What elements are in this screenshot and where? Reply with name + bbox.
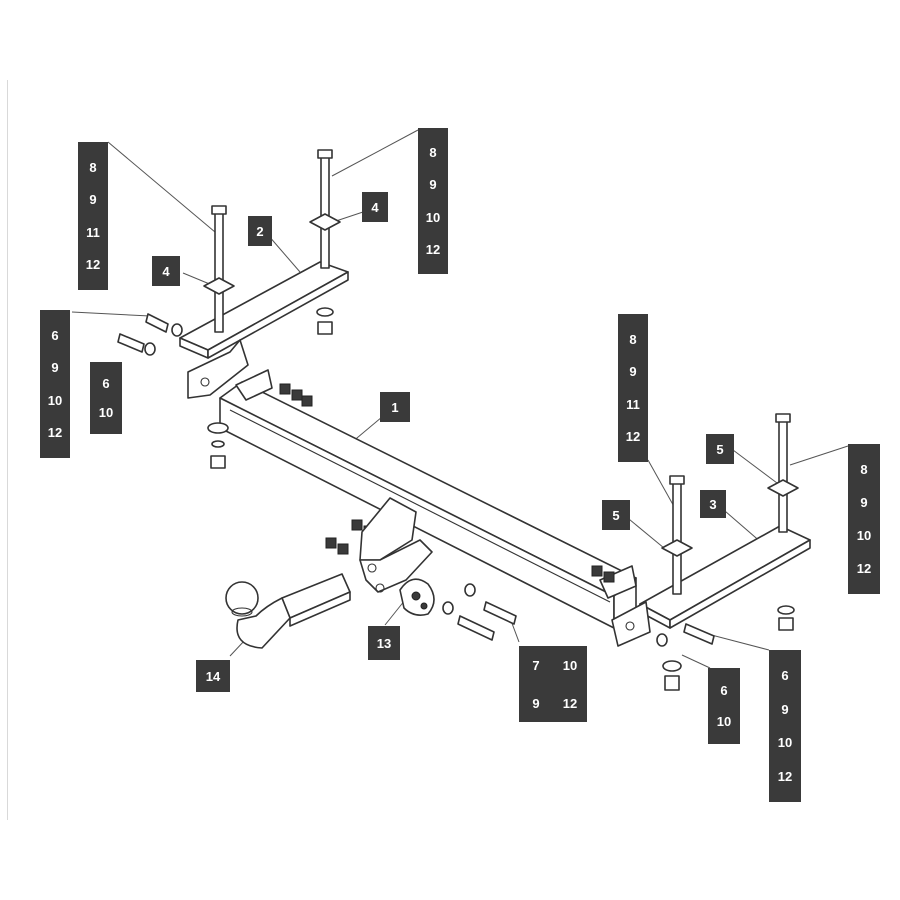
callout-text: 12: [856, 561, 872, 576]
callout-13: 13: [368, 626, 400, 660]
callout-text: 10: [856, 528, 872, 543]
callout-text: 11: [86, 224, 100, 240]
callout-text: 12: [85, 257, 101, 273]
callout-text: 6: [720, 683, 728, 699]
callout-text: 6: [51, 327, 59, 343]
callout-right-washer-stack: 6 10: [708, 668, 740, 744]
callout-2: 2: [248, 216, 272, 246]
right-bolt-assembly-a: [661, 475, 693, 595]
callout-stack-top-left: 8 9 11 12: [78, 142, 108, 290]
callout-5-right: 5: [706, 434, 734, 464]
right-bolt-assembly-b: [767, 413, 799, 533]
callout-text: 9: [781, 701, 789, 717]
callout-text: 10: [562, 657, 578, 673]
right-bracket-plate: [611, 525, 811, 647]
callout-text: 8: [860, 462, 868, 477]
callout-14: 14: [196, 660, 230, 692]
callout-text: 7: [532, 657, 540, 673]
callout-text: 9: [89, 192, 97, 208]
horizontal-bolts: [117, 313, 715, 647]
callout-text: 9: [629, 364, 637, 380]
center-mount-bracket: [359, 497, 433, 593]
callout-stack-bottom-right: 6 9 10 12: [769, 650, 801, 802]
callout-text: 12: [47, 425, 63, 441]
loose-hardware: [207, 307, 795, 691]
callout-left-washer-stack: 6 10: [90, 362, 122, 434]
callout-text: 8: [629, 331, 637, 347]
callout-4-right: 4: [362, 192, 388, 222]
callout-text: 9: [429, 177, 437, 193]
callout-1: 1: [380, 392, 410, 422]
callout-text: 10: [47, 392, 63, 408]
callout-text: 10: [425, 209, 441, 225]
callout-text: 9: [51, 360, 59, 376]
callout-text: 6: [781, 668, 789, 684]
callout-5-left: 5: [602, 500, 630, 530]
callout-text: 12: [625, 429, 641, 445]
electrical-socket-plate: [399, 578, 435, 616]
image-border: [7, 80, 8, 820]
callout-text: 12: [777, 768, 793, 784]
callout-text: 11: [626, 396, 640, 412]
tow-ball: [225, 573, 351, 649]
callout-grid-pins: 7 10 9 12: [519, 646, 587, 722]
callout-stack-left-bolt: 6 9 10 12: [40, 310, 70, 458]
callout-4-left: 4: [152, 256, 180, 286]
callout-text: 9: [532, 695, 540, 711]
callout-text: 8: [429, 145, 437, 161]
callout-text: 9: [860, 495, 868, 510]
callout-stack-far-right: 8 9 10 12: [848, 444, 880, 594]
callout-text: 8: [89, 159, 97, 175]
left-bolt-assembly-a: [203, 205, 235, 333]
callout-text: 6: [102, 376, 110, 391]
callout-text: 10: [777, 735, 793, 751]
left-bolt-assembly-b: [309, 149, 341, 269]
callout-text: 12: [425, 241, 441, 257]
callout-text: 10: [716, 713, 732, 729]
callout-text: 10: [98, 405, 114, 420]
callout-stack-mid-right: 8 9 11 12: [618, 314, 648, 462]
callout-text: 12: [562, 695, 578, 711]
callout-stack-top-right: 8 9 10 12: [418, 128, 448, 274]
callout-3: 3: [700, 490, 726, 518]
